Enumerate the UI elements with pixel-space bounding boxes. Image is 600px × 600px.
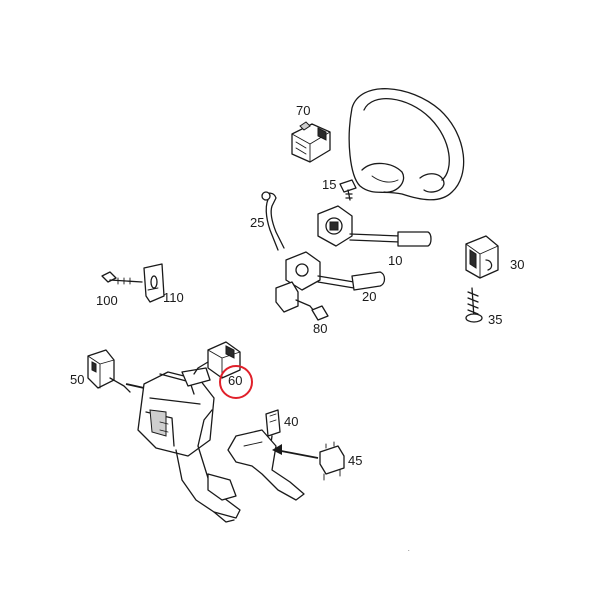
callout-20: 20: [362, 289, 377, 304]
callout-70: 70: [296, 103, 311, 118]
callout-45: 45: [348, 453, 363, 468]
part-40-sensor: [265, 409, 281, 451]
svg-text:.: .: [408, 547, 410, 553]
part-45-clip: [319, 441, 345, 481]
pedal-arm: [227, 429, 305, 501]
callout-10: 10: [388, 253, 403, 268]
part-30-sensor: [465, 235, 499, 279]
callout-60: 60: [228, 373, 243, 388]
part-20-switch: [285, 251, 386, 291]
arrow-45: [275, 449, 319, 459]
callout-40: 40: [284, 414, 299, 429]
part-70-module: [291, 121, 331, 163]
part-80-switch: [275, 281, 329, 321]
part-10-switch: [317, 205, 432, 247]
callout-15: 15: [322, 177, 337, 192]
pedal-assembly: [137, 367, 241, 523]
callout-80: 80: [313, 321, 328, 336]
callout-100: 100: [96, 293, 118, 308]
part-35-spring: [465, 287, 483, 323]
callout-50: 50: [70, 372, 85, 387]
part-100-bolt: [101, 271, 143, 285]
part-25-cable: [261, 191, 285, 251]
callout-35: 35: [488, 312, 503, 327]
callout-25: 25: [250, 215, 265, 230]
part-50-connector: [87, 349, 131, 393]
callout-110: 110: [163, 290, 184, 305]
callout-30: 30: [510, 257, 525, 272]
part-110-bracket: [143, 263, 165, 303]
steering-wheel: [348, 88, 465, 201]
part-15-screw: [339, 179, 357, 201]
highlight-circle: [219, 365, 253, 399]
